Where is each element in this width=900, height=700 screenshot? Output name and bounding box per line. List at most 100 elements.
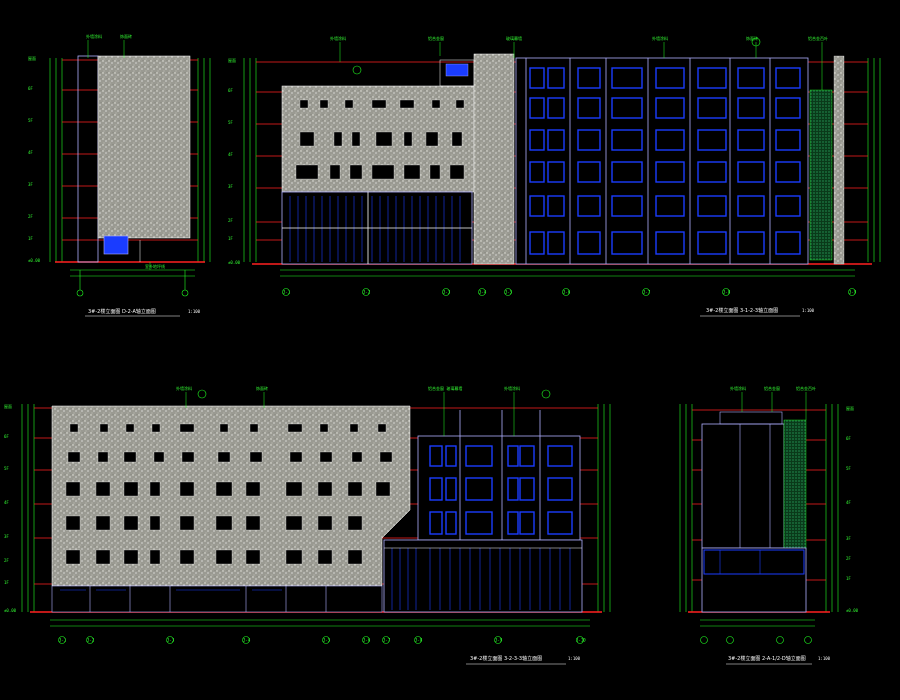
elev-c-level-label: 5F	[4, 466, 9, 471]
elev-c-level-label: 1F	[4, 580, 9, 585]
elev-a-caption: 3#-2楼立面图 D-2-A轴立面图	[88, 308, 156, 315]
elev-a-level-labels: 屋面 6F 5F 4F 3F 2F 1F ±0.00	[28, 55, 41, 263]
elev-b-stone-tower	[473, 53, 515, 265]
elev-d-level-label: 屋面	[846, 405, 854, 411]
elev-c-level-labels: 屋面 6F 5F 4F 3F 2F 1F ±0.00	[4, 403, 17, 613]
elev-c-base-storefront	[51, 585, 383, 613]
elev-b-callout: 铝合金百叶	[808, 35, 828, 41]
elev-d-dimension-lines	[679, 404, 839, 627]
elev-b-callout: 铝合金窗	[428, 35, 444, 41]
elev-d-grid-bubbles	[700, 636, 812, 644]
elev-b-callout-leaders	[339, 42, 823, 90]
elev-b-grid-label: 3-1	[283, 290, 291, 295]
elev-d-level-label: 4F	[846, 500, 851, 505]
elev-d-level-label: 2F	[846, 556, 851, 561]
elev-d-level-label: 3F	[846, 536, 851, 541]
elev-b-grid-label: 3-6	[563, 290, 571, 295]
elev-d-callout: 铝合金窗	[764, 385, 780, 391]
elev-a-callout-2: 饰面砖	[120, 33, 132, 39]
elev-b-punched-windows	[295, 99, 465, 180]
elev-d-level-labels: 屋面 6F 5F 4F 3F 2F 1F ±0.00	[846, 405, 859, 613]
elev-b-base-mullions	[289, 196, 461, 262]
elev-d-caption: 3#-2楼立面图 2-A-1/2-D轴立面图	[728, 655, 806, 662]
elevation-b: 外墙涂料 铝合金窗 玻璃幕墙 外墙涂料 饰面砖 铝合金百叶 屋面 6F 5F 4…	[228, 35, 881, 317]
elev-c-glazed-block	[417, 435, 581, 541]
elev-c-level-label: 4F	[4, 500, 9, 505]
elev-b-callout: 外墙涂料	[330, 35, 346, 41]
elevation-c: 外墙涂料 饰面砖 铝合金窗 玻璃幕墙 外墙涂料 屋面 6F 5F 4F 3F 2…	[4, 385, 611, 665]
elev-c-caption: 3#-2楼立面图 3-2-3-3轴立面图	[470, 655, 542, 662]
elev-c-grid-label: 3-9	[495, 638, 503, 643]
elev-b-scale: 1:100	[802, 308, 815, 313]
elev-d-level-label: 5F	[846, 466, 851, 471]
elev-c-grid-label: 3-8	[415, 638, 423, 643]
elev-a-level-label: 1F	[28, 236, 33, 241]
elev-b-callout: 饰面砖	[746, 35, 758, 41]
elev-a-grid-bubbles	[76, 289, 189, 297]
elev-c-base-curtain-wall	[383, 539, 583, 613]
elev-b-level-labels: 屋面 6F 5F 4F 3F 2F 1F ±0.00	[228, 57, 241, 265]
elev-c-windows	[429, 445, 573, 535]
elev-b-level-label: 屋面	[228, 57, 236, 63]
elev-d-base	[701, 547, 807, 613]
elev-d-louvre-column	[783, 419, 807, 551]
elev-d-callout: 铝合金百叶	[796, 385, 816, 391]
elev-c-grid-label: 3-5	[323, 638, 331, 643]
elev-c-callout-leaders	[185, 392, 515, 436]
elev-c-grid-label: 3-4	[243, 638, 251, 643]
elev-c-level-label: 3F	[4, 534, 9, 539]
elev-b-windows	[529, 67, 801, 255]
elev-b-grid-label: 3-9	[849, 290, 857, 295]
elev-b-level-label: 3F	[228, 184, 233, 189]
elev-c-callout: 铝合金窗 玻璃幕墙	[428, 385, 462, 391]
elev-a-level-label: 2F	[28, 214, 33, 219]
elev-c-level-label: 屋面	[4, 403, 12, 409]
elev-a-callout-1: 外墙涂料	[86, 33, 102, 39]
elev-b-grid-bubbles: 3-1 3-2 3-3 3-4 3-5 3-6 3-7 3-8 3-9	[282, 288, 857, 296]
elev-b-grid-label: 3-5	[505, 290, 513, 295]
elev-a-level-label: 3F	[28, 182, 33, 187]
elev-a-entrance	[103, 235, 129, 255]
elev-c-callout: 外墙涂料	[504, 385, 520, 391]
elev-c-level-label: ±0.00	[4, 608, 17, 613]
elev-c-grid-label: 3-6	[363, 638, 371, 643]
elev-a-level-label: 5F	[28, 118, 33, 123]
elev-a-level-label: 4F	[28, 150, 33, 155]
elev-d-callout: 外墙涂料	[730, 385, 746, 391]
elev-b-grid-label: 3-2	[363, 290, 371, 295]
elev-b-level-label: ±0.00	[228, 260, 241, 265]
elev-b-grid-label: 3-3	[443, 290, 451, 295]
elev-c-dimension-lines	[21, 404, 611, 627]
elev-b-louvre-column	[809, 89, 833, 261]
elev-b-level-label: 2F	[228, 218, 233, 223]
elev-b-level-label: 5F	[228, 120, 233, 125]
elev-d-level-label: 1F	[846, 576, 851, 581]
elev-b-callout: 外墙涂料	[652, 35, 668, 41]
elev-a-callout-leaders	[87, 40, 151, 270]
elev-a-scale: 1:100	[188, 309, 201, 314]
elev-c-callout: 饰面砖	[256, 385, 268, 391]
elev-c-level-label: 6F	[4, 434, 9, 439]
elev-b-level-label: 1F	[228, 236, 233, 241]
elev-a-level-label: 6F	[28, 86, 33, 91]
elev-d-callout-leaders	[741, 392, 807, 420]
elev-c-grid-label: 3-7	[383, 638, 391, 643]
elev-a-dimension-note: 室外地坪线	[145, 263, 165, 269]
elev-b-level-label: 6F	[228, 88, 233, 93]
elev-d-facade	[701, 423, 785, 549]
elev-d-scale: 1:100	[818, 656, 831, 661]
elev-b-callout: 玻璃幕墙	[506, 35, 522, 41]
elev-c-grid-bubbles: 3-1 3-2 3-3 3-4 3-5 3-6 3-7 3-8 3-9 3-10	[58, 636, 586, 644]
elev-b-grid-label: 3-4	[479, 290, 487, 295]
elev-a-dimension-lines	[49, 58, 211, 290]
elev-c-level-label: 2F	[4, 558, 9, 563]
elev-a-level-label: 屋面	[28, 55, 36, 61]
elevation-d: 外墙涂料 铝合金窗 铝合金百叶 屋面 6F 5F 4F 3F 2F 1F ±0.…	[679, 385, 859, 665]
elev-b-level-label: 4F	[228, 152, 233, 157]
elev-b-grid-facade	[515, 57, 809, 265]
elev-c-callout: 外墙涂料	[176, 385, 192, 391]
elev-b-grid-label: 3-7	[643, 290, 651, 295]
elev-d-level-label: 6F	[846, 436, 851, 441]
elev-c-grid-label: 3-2	[87, 638, 95, 643]
